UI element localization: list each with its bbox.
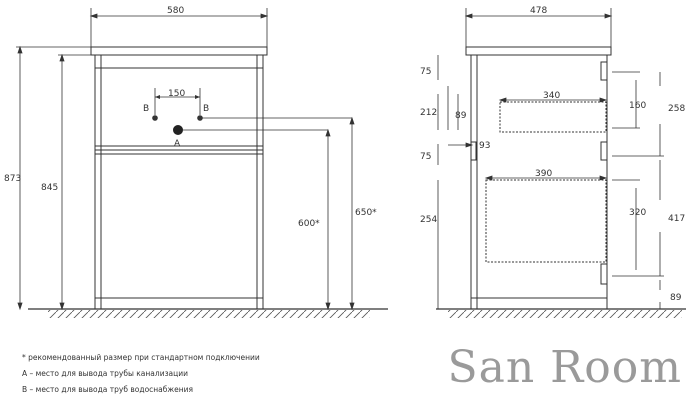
side-drawer-width-dimensions: [484, 97, 608, 181]
dim-upper-drawer-zone: 212: [420, 108, 437, 118]
dim-standard-height: 650*: [355, 208, 377, 218]
note-recommended: * рекомендованный размер при стандартном…: [22, 353, 260, 362]
lower-handle: [600, 263, 608, 285]
side-right-dimensions: [612, 71, 670, 310]
side-floor-hatch: [448, 310, 682, 318]
water-point-left: [152, 115, 158, 121]
dim-upper-drawer-height: 160: [629, 101, 646, 111]
dim-lower-drawer-height: 320: [629, 208, 646, 218]
dim-mid-panel: 75: [420, 152, 431, 162]
dim-lower-drawer-zone: 254: [420, 215, 437, 225]
front-view: [28, 46, 388, 318]
upper-handle: [600, 61, 608, 81]
side-countertop: [465, 46, 612, 56]
label-point-a: A: [174, 139, 181, 149]
dim-upper-drawer-gap: 89: [455, 111, 467, 121]
front-cabinet-body: [94, 54, 264, 310]
note-water-point: В – место для вывода труб водоснабжения: [22, 385, 194, 394]
dim-front-width: 580: [167, 6, 184, 16]
inner-handle: [470, 141, 477, 161]
dim-pipe-spacing: 150: [168, 89, 185, 99]
dim-handle-offset: 93: [479, 141, 490, 151]
front-left-dimensions: [16, 45, 95, 311]
dim-side-depth: 478: [530, 6, 547, 16]
side-depth-dimension: [464, 8, 613, 47]
dim-recommended-height: 600*: [298, 219, 320, 229]
front-countertop: [90, 46, 268, 56]
label-point-b-left: B: [143, 104, 149, 114]
front-width-dimension: [89, 8, 269, 47]
dim-total-height: 873: [4, 174, 21, 184]
front-connection-points: [152, 88, 352, 135]
dim-lower-section: 417: [668, 214, 685, 224]
front-floor-hatch: [48, 310, 370, 318]
upper-drawer-outline: [499, 101, 607, 133]
dim-lower-drawer-width: 390: [535, 169, 552, 179]
side-cabinet-body: [470, 54, 608, 310]
dim-top-panel: 75: [420, 67, 431, 77]
note-drain-point: А – место для вывода трубы канализации: [22, 369, 189, 378]
front-right-dimensions: [325, 116, 355, 311]
lower-drawer-outline: [485, 179, 607, 263]
dim-body-height: 845: [41, 183, 58, 193]
label-point-b-right: B: [203, 104, 209, 114]
dim-upper-drawer-width: 340: [543, 91, 560, 101]
dim-plinth: 89: [670, 293, 682, 303]
middle-handle: [600, 141, 608, 161]
brand-logo-text: San Room: [447, 342, 682, 393]
dim-upper-section: 258: [668, 104, 685, 114]
side-left-dimensions: [437, 55, 474, 309]
drain-point: [173, 125, 183, 135]
side-view: [436, 46, 686, 318]
